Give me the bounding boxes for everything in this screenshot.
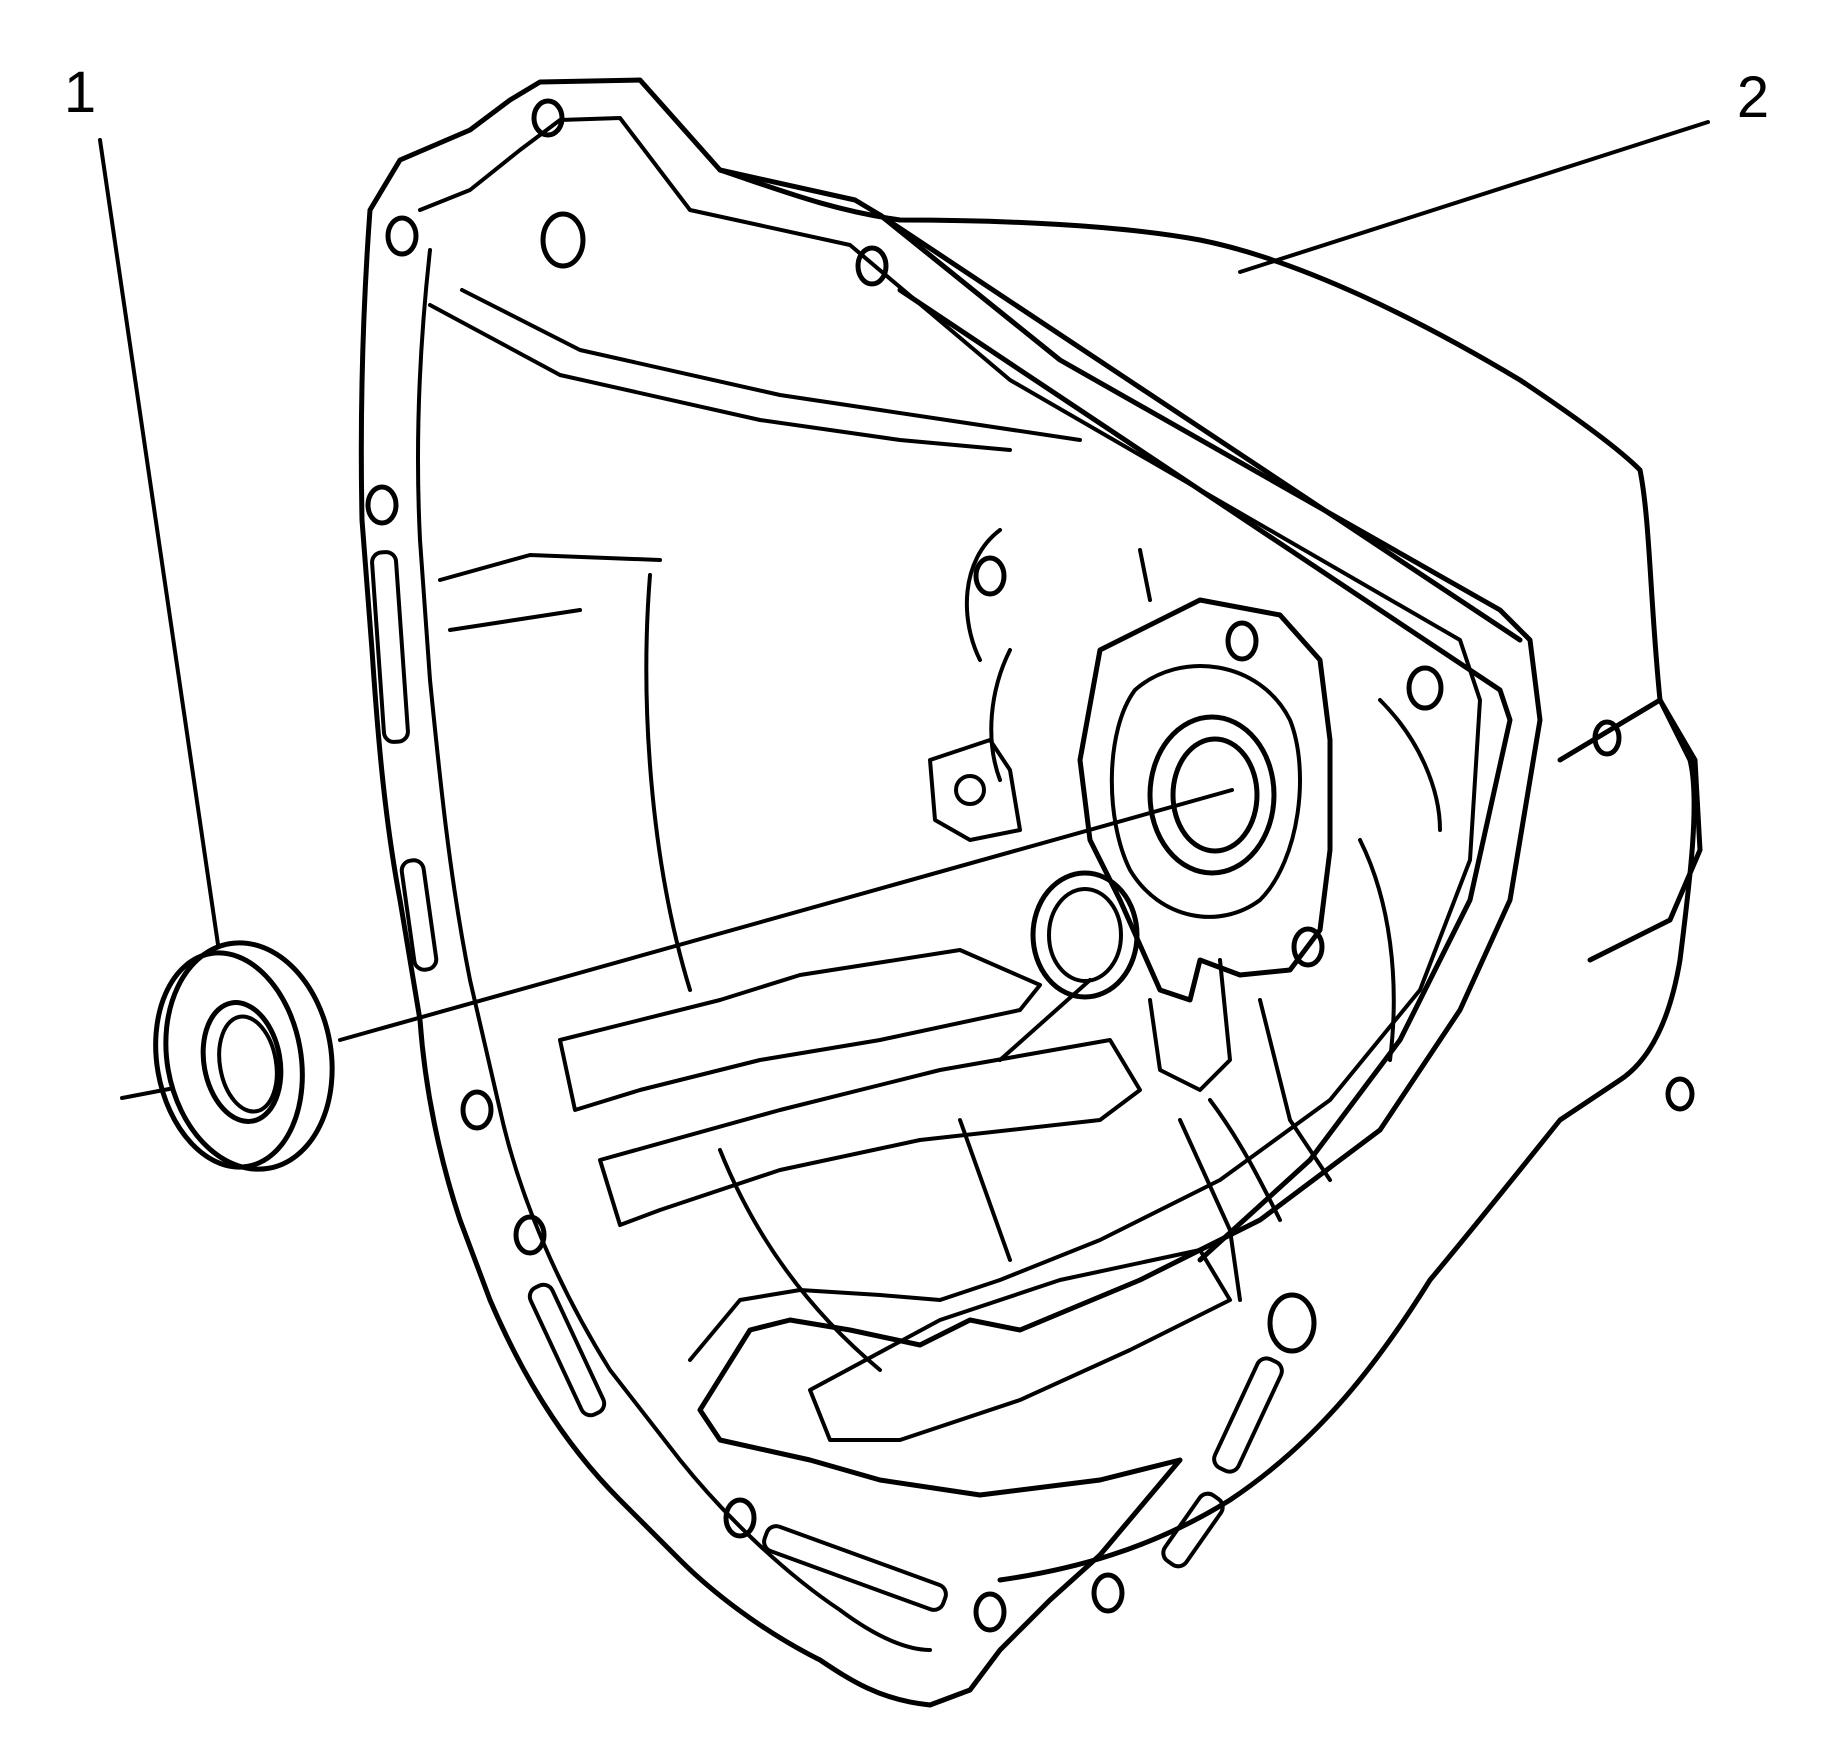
housing-interior-curves [438,528,1442,1372]
seal-bore-outer [200,1000,284,1124]
bolt-hole [973,555,1007,597]
flange-slot [1161,1491,1225,1569]
flange-slot [762,1524,948,1612]
flange-slot [399,858,439,972]
secondary-bore-inner [1047,887,1123,983]
housing-web-rib-3 [808,1248,1232,1442]
housing-web-rib-1 [558,948,1042,1112]
housing-flange-outer-outline [358,77,1543,1708]
bolt-hole [855,245,889,287]
bolt-hole [531,98,565,138]
bolt-hole [1665,1076,1695,1112]
bolt-hole [460,1089,494,1131]
callout-2-leader [1238,120,1710,274]
bolt-hole [1225,620,1259,662]
flange-slot [1212,1356,1284,1474]
side-boss-bolt-hole [954,774,986,806]
housing-flange-inner-outline [416,116,1482,1652]
bolt-hole [513,1214,547,1256]
seal-bore-inner [217,1014,279,1114]
bolt-hole [1091,1572,1125,1614]
shaft-seal [153,940,335,1172]
flange-slot [370,550,410,744]
flange-slot-pockets [370,550,1284,1612]
housing-web-rib-2 [598,1038,1142,1227]
callout-1-leader [98,138,223,967]
bolt-hole [365,484,399,526]
callout-label-1: 1 [64,60,96,125]
bolt-hole [973,1591,1007,1633]
callout-label-2: 2 [1737,65,1769,130]
clutch-housing [358,77,1703,1708]
bolt-hole [1406,665,1444,711]
housing-upper-rib [428,288,1082,452]
bolt-hole [723,1497,757,1539]
flange-bolt-holes [365,98,1695,1633]
bearing-boss-inner-rim [1109,664,1302,919]
housing-diagonal-rib [877,212,1523,1263]
bearing-boss-flange [1077,597,1333,1003]
secondary-bore-outer [1030,870,1140,1000]
bolt-hole [1267,1292,1317,1354]
flange-slot [527,1282,607,1418]
bearing-bore-outer [1147,714,1277,876]
seal-outer-face [163,940,335,1172]
bolt-hole [385,215,419,257]
housing-side-boss [928,648,1022,842]
bearing-bore-inner [1170,736,1260,854]
bolt-hole [540,211,586,269]
bolt-hole [1291,926,1325,968]
seal-outer-edge [153,950,305,1170]
housing-right-cylinder [1557,697,1703,963]
housing-spoke-ribs [958,958,1332,1302]
bolt-hole [1592,719,1622,757]
